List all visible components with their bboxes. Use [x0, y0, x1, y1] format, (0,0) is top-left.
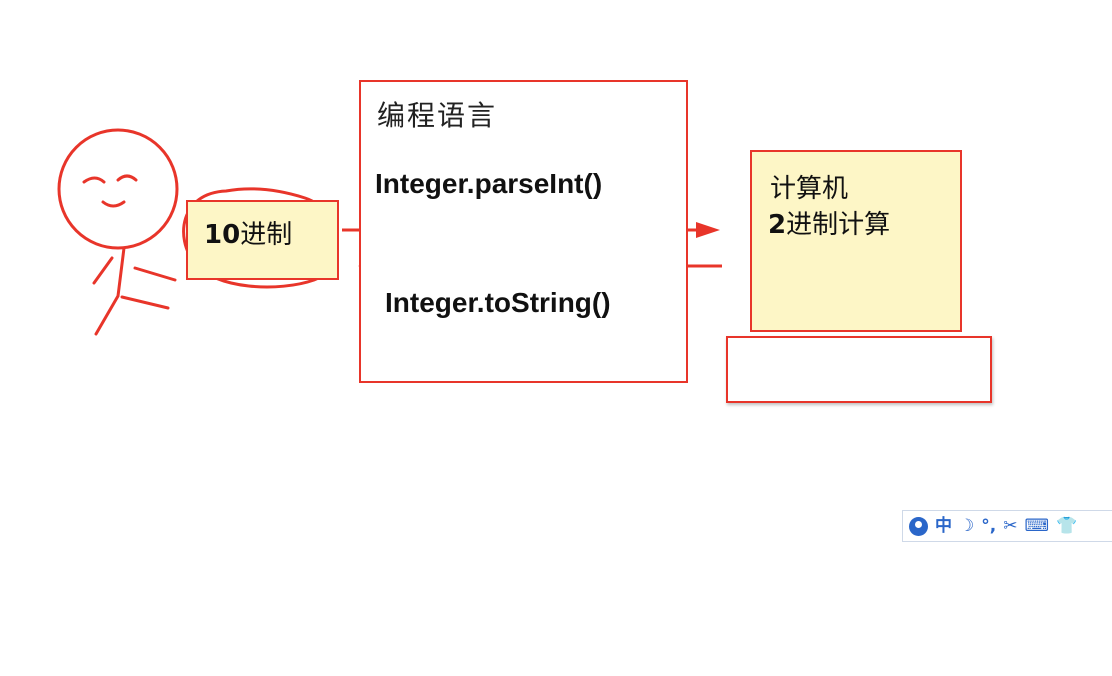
stick-figure-arm-2 [133, 266, 177, 282]
programming-language-box: 编程语言 Integer.parseInt() Integer.toString… [359, 80, 688, 383]
ime-toolbar[interactable]: 中 ☽ °, ✂ ⌨ 👕 [902, 510, 1112, 542]
language-toggle[interactable]: 中 [935, 515, 952, 536]
keyboard-icon[interactable]: ⌨ [1024, 515, 1050, 536]
to-string-method: Integer.toString() [385, 287, 611, 318]
stick-figure-eye-left [82, 176, 106, 184]
decimal-note: 10进制 [186, 200, 339, 280]
scissors-icon[interactable]: ✂ [1003, 515, 1018, 536]
stick-figure-leg [120, 295, 170, 310]
punctuation-icon[interactable]: °, [981, 515, 997, 536]
computer-label: 计算机 [770, 174, 849, 204]
stick-figure-mouth [101, 200, 126, 208]
stick-figure-eye-right [116, 174, 138, 182]
decimal-label: 10进制 [204, 214, 292, 251]
scribble-circle-decimal [182, 187, 339, 289]
binary-word: 进制计算 [786, 210, 891, 240]
stick-figure-body [94, 246, 126, 336]
computer-base [726, 336, 992, 403]
decimal-number: 10 [204, 220, 241, 250]
user-icon[interactable] [909, 516, 928, 536]
binary-calc-label: 2进制计算 [768, 204, 890, 241]
stick-figure [57, 128, 179, 336]
programming-language-title: 编程语言 [377, 99, 498, 132]
binary-number: 2 [768, 210, 787, 240]
stick-figure-arm [92, 256, 114, 285]
moon-icon[interactable]: ☽ [959, 515, 975, 536]
shirt-icon[interactable]: 👕 [1056, 515, 1078, 536]
stick-figure-head [57, 128, 179, 250]
parse-int-method: Integer.parseInt() [375, 168, 603, 199]
computer-monitor: 计算机 2进制计算 [750, 150, 962, 332]
decimal-word: 进制 [240, 220, 293, 250]
